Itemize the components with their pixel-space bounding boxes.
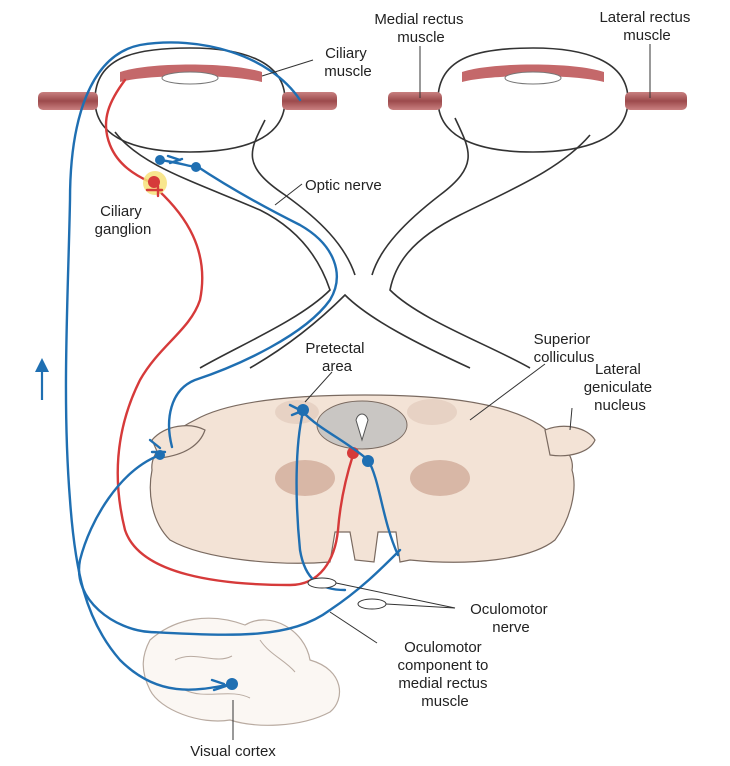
right-lateral-geniculate-body [544,425,596,457]
blue-optic-fiber [167,163,338,449]
label-oculomotor-component: Oculomotor component to medial rectus mu… [397,639,492,710]
red-ciliary-nerve [104,78,152,184]
right-red-nucleus [410,460,470,496]
left-lateral-rectus-muscle [38,92,98,110]
right-lateral-rectus-muscle [625,92,687,110]
left-lens [161,71,219,85]
oculomotor-nucleus-neuron [362,455,374,467]
midbrain-body [149,394,575,564]
left-eye [38,47,337,153]
retinal-neuron-1 [155,155,165,165]
red-efferent-pathway [104,78,359,587]
visual-cortex-neuron [226,678,238,690]
cerebral-aqueduct [355,413,369,442]
label-ciliary-muscle: Ciliary muscle [324,45,372,80]
label-oculomotor-nerve: Oculomotor nerve [470,601,552,636]
left-lateral-geniculate-body [151,425,206,459]
direction-arrowhead [35,358,49,372]
blue-afferent-pathway [35,41,402,692]
right-superior-colliculus-nucleus [407,399,457,425]
red-preganglionic-fiber [116,188,355,587]
left-medial-rectus-muscle [282,92,337,110]
blue-geniculate-to-cortex [77,453,402,636]
visual-cortex [142,617,341,726]
midbrain-cross-section [149,394,596,564]
left-red-nucleus [275,460,335,496]
retinal-neuron-2 [191,162,201,172]
oculomotor-nerve-marker-2 [357,598,387,610]
leader-lines [232,44,651,740]
label-ciliary-ganglion: Ciliary ganglion [95,203,152,238]
label-lateral-rectus-muscle: Lateral rectus muscle [599,9,694,44]
optic-nerves-and-chiasm [114,117,591,369]
ciliary-ganglion-neuron [148,176,160,188]
label-optic-nerve: Optic nerve [305,177,382,194]
right-medial-rectus-muscle [388,92,442,110]
right-lens [504,71,562,85]
right-eye [388,47,687,153]
oculomotor-nerve-marker-1 [307,577,337,589]
label-medial-rectus-muscle: Medial rectus muscle [374,11,467,46]
blue-loop-to-visual-cortex [64,41,302,691]
label-visual-cortex: Visual cortex [190,743,276,760]
label-pretectal-area: Pretectal area [305,340,368,375]
label-superior-colliculus: Superior colliculus [534,331,595,366]
label-lateral-geniculate-nucleus: Lateral geniculate nucleus [584,361,657,414]
